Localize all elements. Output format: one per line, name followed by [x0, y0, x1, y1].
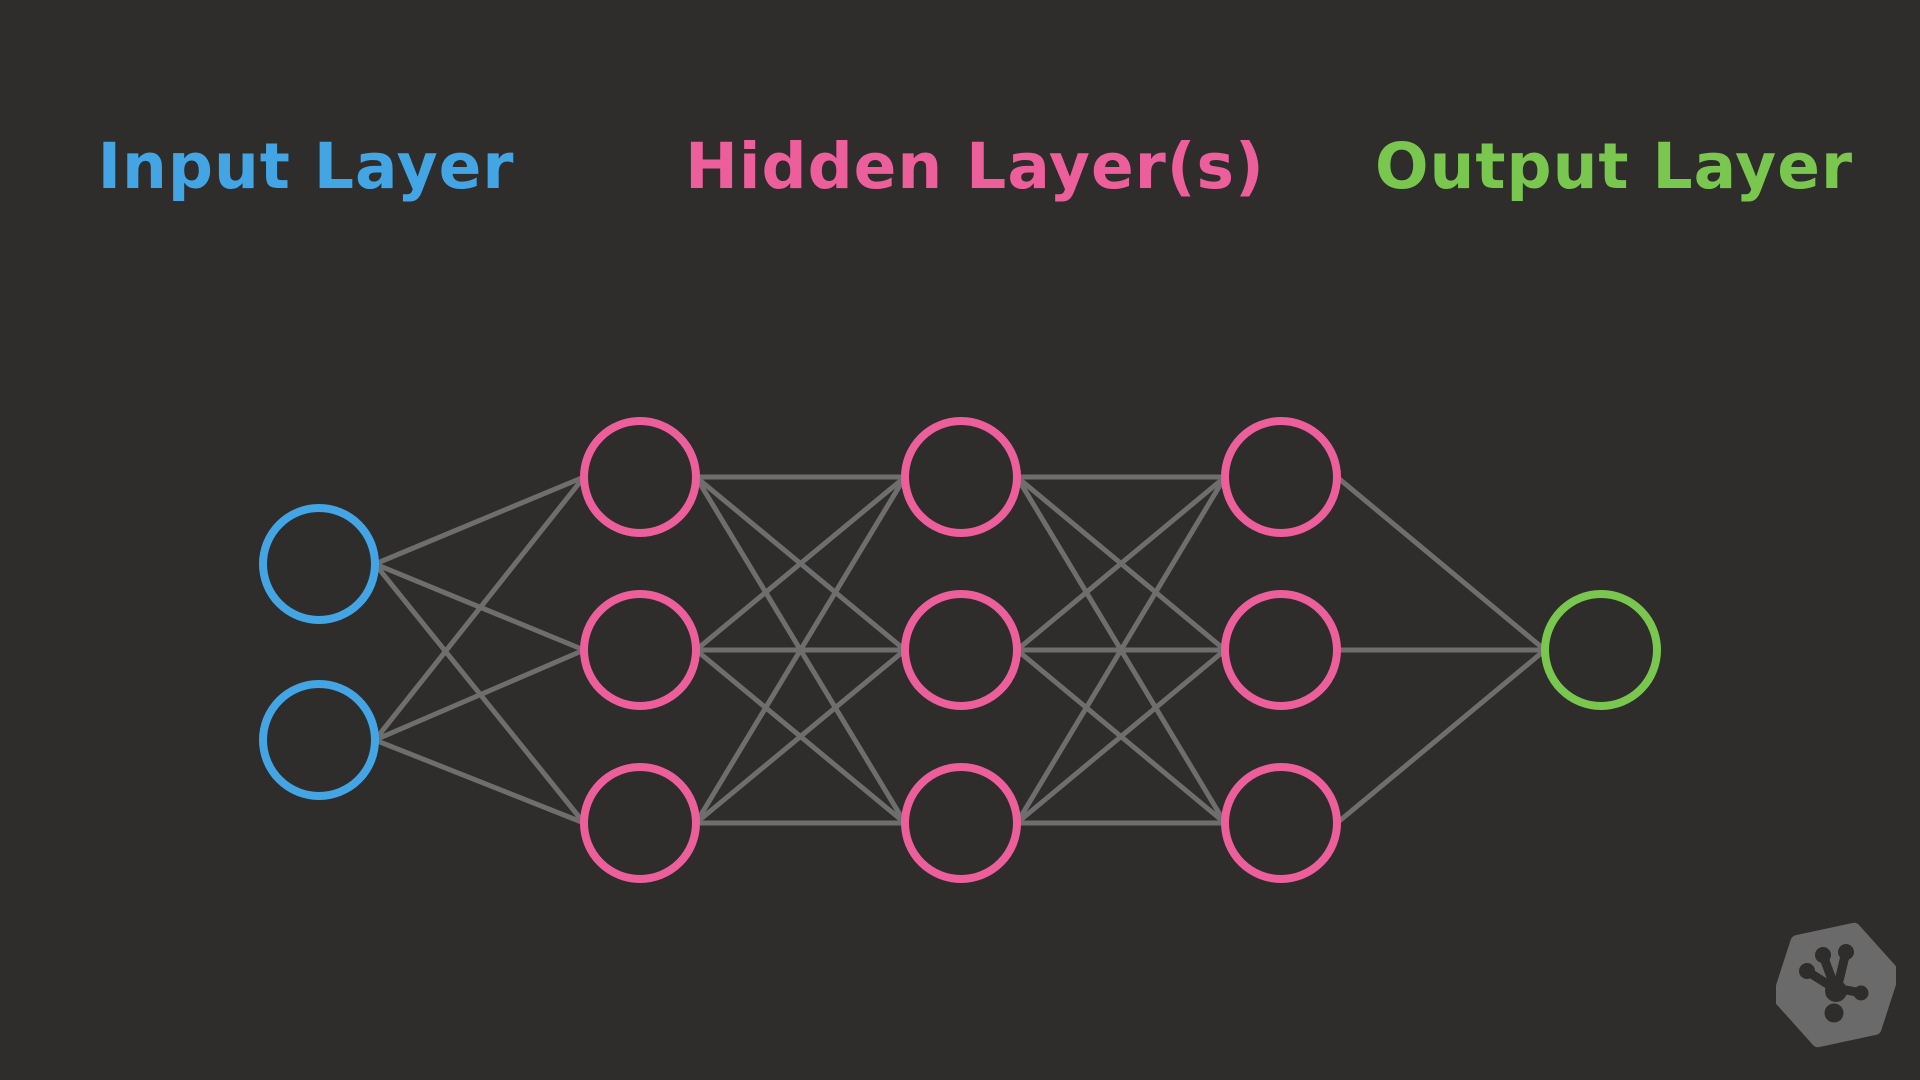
input-layer-label: Input Layer [97, 130, 515, 203]
edge [374, 737, 585, 826]
node-hidden-2-1 [901, 417, 1021, 537]
edge [374, 647, 585, 743]
output-layer-label: Output Layer [1374, 130, 1854, 203]
frog-footprint-icon [1799, 944, 1869, 1023]
edge [373, 475, 586, 742]
node-hidden-2-2 [901, 590, 1021, 710]
nodes-group [259, 417, 1661, 883]
edge [1015, 475, 1227, 652]
node-hidden-1-2 [580, 590, 700, 710]
node-input-2 [259, 680, 379, 800]
hidden-layer-label: Hidden Layer(s) [685, 130, 1265, 203]
node-hidden-3-1 [1221, 417, 1341, 537]
edge [694, 648, 907, 825]
edge [1014, 475, 1228, 825]
node-output-1 [1541, 590, 1661, 710]
node-hidden-1-3 [580, 763, 700, 883]
edge [694, 475, 907, 652]
node-hidden-2-3 [901, 763, 1021, 883]
node-input-1 [259, 504, 379, 624]
node-hidden-3-3 [1221, 763, 1341, 883]
treehouse-logo [1776, 922, 1896, 1048]
edges-group [373, 474, 1547, 826]
edge [374, 474, 585, 567]
edge [1335, 475, 1547, 652]
edge [693, 475, 908, 825]
node-hidden-3-2 [1221, 590, 1341, 710]
edge [1335, 648, 1547, 825]
node-hidden-1-1 [580, 417, 700, 537]
edge [1015, 648, 1227, 825]
